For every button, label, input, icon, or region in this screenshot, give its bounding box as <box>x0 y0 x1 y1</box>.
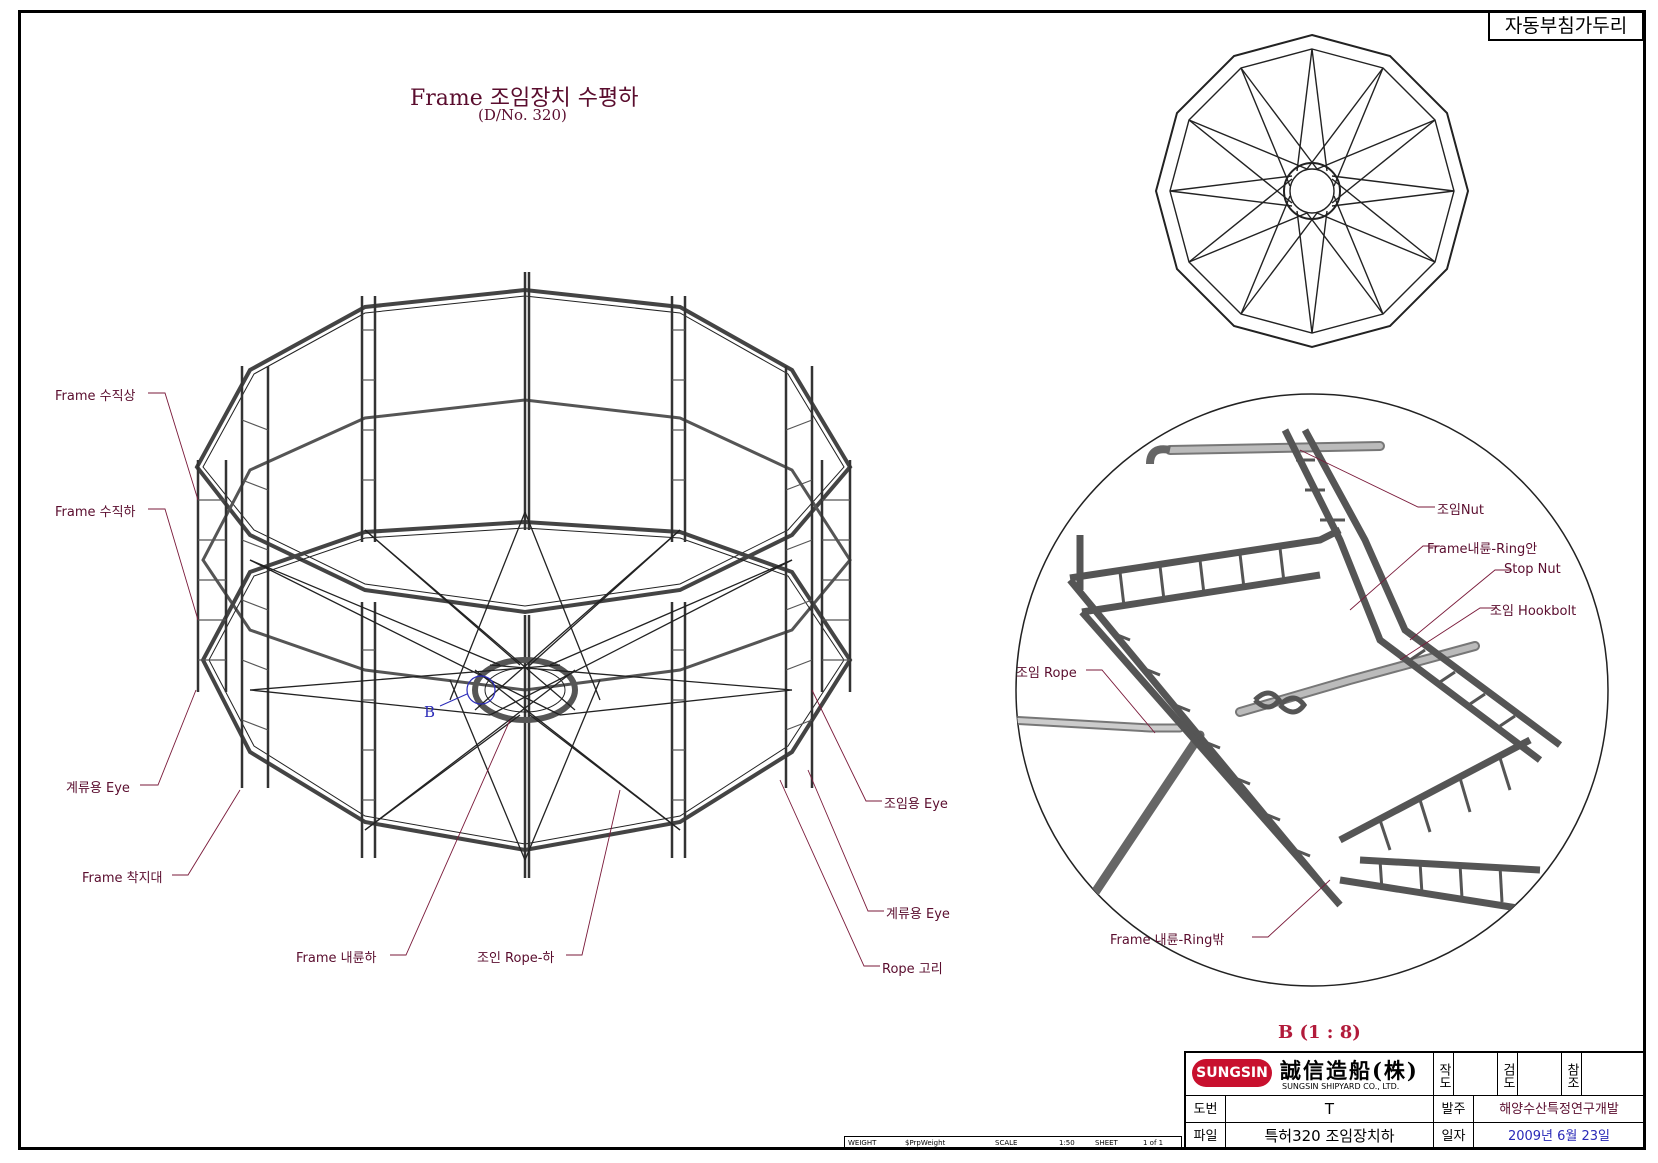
sheet-value: 1 of 1 <box>1143 1139 1164 1147</box>
detail-leader-lines <box>1086 449 1512 938</box>
drawing-no-label: 도번 <box>1186 1096 1226 1123</box>
label-mooring-eye-right: 계류용 Eye <box>886 907 950 922</box>
label-mooring-eye-left: 계류용 Eye <box>66 781 130 796</box>
client-value: 해양수산특정연구개발 <box>1474 1096 1644 1123</box>
drawing-no-value: T <box>1226 1096 1434 1123</box>
iso-frame <box>194 272 853 878</box>
label-frame-inner-ring-in: Frame내륜-Ring안 <box>1427 542 1538 557</box>
weight-value: $PrpWeight <box>905 1139 946 1147</box>
iso-ladders <box>196 272 852 878</box>
client-label: 발주 <box>1434 1096 1474 1123</box>
top-view-inner-ring <box>1283 162 1341 220</box>
detail-b-artwork <box>1016 428 1563 986</box>
company-name-en: SUNGSIN SHIPYARD CO., LTD. <box>1282 1082 1400 1091</box>
iso-upper-ring <box>194 287 853 615</box>
callout-b-circle <box>466 675 496 705</box>
iso-ladder-rungs <box>198 329 850 801</box>
weight-label: WEIGHT <box>848 1139 877 1147</box>
label-frame-landing: Frame 착지대 <box>82 871 163 886</box>
label-rope-ring: Rope 고리 <box>882 962 943 977</box>
callout-b-label: B <box>424 703 436 721</box>
drawing-title: Frame 조임장치 수평하 <box>410 86 639 111</box>
date-label: 일자 <box>1434 1123 1474 1150</box>
reference-cell <box>1582 1053 1644 1096</box>
top-view-outer <box>1154 33 1470 349</box>
scale-value: 1:50 <box>1059 1139 1075 1147</box>
file-label: 파일 <box>1186 1123 1226 1150</box>
iso-ropes <box>249 511 793 861</box>
scale-label: SCALE <box>995 1139 1018 1147</box>
company-logo: SUNGSIN <box>1192 1059 1272 1087</box>
sheet-label: SHEET <box>1095 1139 1118 1147</box>
title-block-company: SUNGSIN 誠信造船(株) SUNGSIN SHIPYARD CO., LT… <box>1186 1053 1434 1096</box>
checked-label: 검도 <box>1498 1053 1518 1096</box>
iso-inner-ring <box>472 657 578 723</box>
info-strip: WEIGHT $PrpWeight SCALE 1:50 SHEET 1 of … <box>844 1136 1182 1150</box>
company-name: 誠信造船(株) <box>1280 1058 1419 1083</box>
iso-middle-ring <box>201 398 852 692</box>
drawing-border <box>18 10 1646 1150</box>
label-tension-hookbolt: 조임 Hookbolt <box>1490 604 1577 619</box>
drawn-label: 작도 <box>1434 1053 1454 1096</box>
label-frame-inner-ring-out: Frame 내륜-Ring밖 <box>1110 933 1225 948</box>
label-tension-rope: 조임 Rope <box>1016 666 1077 681</box>
label-tension-rope-lower: 조인 Rope-하 <box>477 951 555 966</box>
label-frame-vertical-upper: Frame 수직상 <box>55 389 136 404</box>
date-value: 2009년 6월 23일 <box>1507 1129 1611 1144</box>
corner-title-tag: 자동부침가두리 <box>1488 11 1644 41</box>
file-value: 특허320 조임장치하 <box>1226 1123 1434 1150</box>
drawn-cell <box>1454 1053 1498 1096</box>
label-frame-vertical-lower: Frame 수직하 <box>55 505 136 520</box>
label-stop-nut: Stop Nut <box>1504 562 1561 577</box>
detail-caption: B (1 : 8) <box>1278 1022 1361 1043</box>
leader-lines <box>140 392 884 967</box>
top-view <box>1154 33 1470 349</box>
drawing-subtitle: (D/No. 320) <box>478 106 567 124</box>
top-view-star <box>1169 48 1455 334</box>
label-frame-inner-ring-lower: Frame 내륜하 <box>296 951 377 966</box>
label-tension-eye: 조임용 Eye <box>884 797 948 812</box>
label-tension-nut: 조임Nut <box>1437 503 1484 518</box>
checked-cell <box>1518 1053 1562 1096</box>
title-block: SUNGSIN 誠信造船(株) SUNGSIN SHIPYARD CO., LT… <box>1184 1051 1646 1150</box>
reference-label: 참조 <box>1562 1053 1582 1096</box>
